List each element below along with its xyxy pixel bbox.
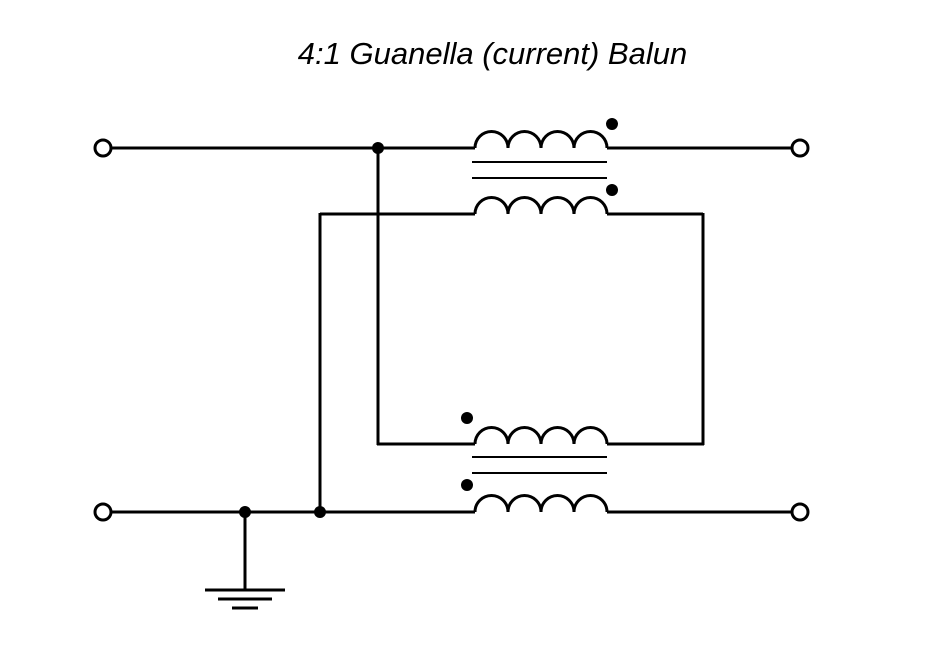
coil-lower-primary [473, 426, 609, 445]
coil-upper-secondary [473, 196, 609, 215]
diagram-title: 4:1 Guanella (current) Balun [297, 36, 688, 71]
polarity-dot-upper-secondary [606, 184, 618, 196]
polarity-dot-lower-secondary [461, 479, 473, 491]
coil-upper-primary [473, 130, 609, 149]
polarity-dot-upper-primary [606, 118, 618, 130]
junction-ground [239, 506, 251, 518]
terminal-input-top [93, 138, 113, 158]
terminal-output-bottom [790, 502, 810, 522]
junction-bottom [314, 506, 326, 518]
coil-lower-secondary [473, 494, 609, 513]
junction-top [372, 142, 384, 154]
terminal-input-bottom [93, 502, 113, 522]
terminal-output-top [790, 138, 810, 158]
polarity-dot-lower-primary [461, 412, 473, 424]
